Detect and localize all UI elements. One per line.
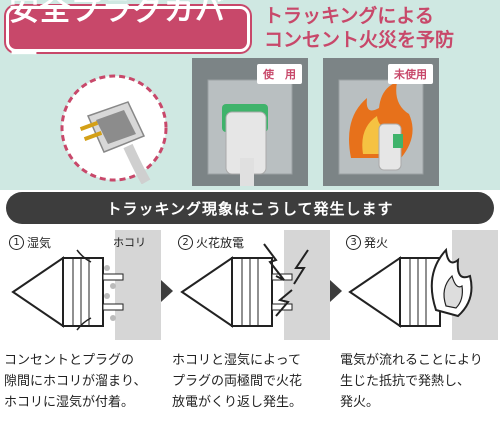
arrow-right-icon	[330, 280, 342, 302]
desc-line: 生じた抵抗で発熱し、	[340, 374, 471, 389]
plug-cover-illustration	[60, 74, 168, 184]
dust-label: ホコリ	[113, 236, 146, 249]
step-number: 3	[346, 235, 361, 250]
plug-spark-icon	[180, 230, 330, 340]
section-header: トラッキング現象はこうして発生します	[6, 192, 494, 224]
headline-line-1: トラッキングによる	[264, 5, 434, 27]
page-title: 安全プラグカバー	[9, 0, 226, 72]
fire-plug-icon	[338, 79, 424, 175]
section-title: トラッキング現象はこうして発生します	[106, 199, 394, 218]
step-3-description: 電気が流れることにより 生じた抵抗で発熱し、 発火。	[340, 350, 500, 413]
step-1-description: コンセントとプラグの 隙間にホコリが溜まり、 ホコリに湿気が付着。	[4, 350, 166, 413]
desc-line: 放電がくり返し発生。	[172, 395, 303, 410]
desc-line: 隙間にホコリが溜まり、	[4, 374, 147, 389]
title-badge: 安全プラグカバー	[6, 0, 250, 72]
desc-line: 発火。	[340, 395, 380, 410]
desc-line: 電気が流れることにより	[340, 353, 483, 368]
step-1-moisture: 1 湿気 ホコリ	[3, 230, 161, 340]
panel-label-in-use: 使 用	[257, 64, 302, 84]
desc-line: ホコリに湿気が付着。	[4, 395, 135, 410]
plug-fire-icon	[348, 230, 498, 340]
panel-label-not-in-use: 未使用	[388, 64, 433, 84]
step-2-spark-discharge: 2 火花放電	[172, 230, 330, 340]
desc-line: ホコリと湿気によって	[172, 353, 301, 368]
desc-line: コンセントとプラグの	[4, 353, 135, 368]
desc-line: プラグの両極間で火花	[172, 374, 303, 389]
outlet-panel-not-in-use: 未使用	[323, 58, 439, 186]
arrow-right-icon	[161, 280, 173, 302]
step-3-ignition: 3 発火	[340, 230, 498, 340]
covered-plug-icon	[207, 79, 293, 186]
headline-line-2: コンセント火災を予防	[264, 29, 455, 51]
step-label: 火花放電	[196, 236, 245, 250]
step-label: 発火	[364, 236, 389, 250]
outlet-panel-in-use: 使 用	[192, 58, 308, 186]
step-2-description: ホコリと湿気によって プラグの両極間で火花 放電がくり返し発生。	[172, 350, 334, 413]
step-number: 1	[9, 235, 24, 250]
step-label: 湿気	[27, 236, 52, 250]
step-number: 2	[178, 235, 193, 250]
plug-moisture-icon	[11, 230, 161, 340]
headline: トラッキングによる コンセント火災を予防	[264, 4, 500, 52]
